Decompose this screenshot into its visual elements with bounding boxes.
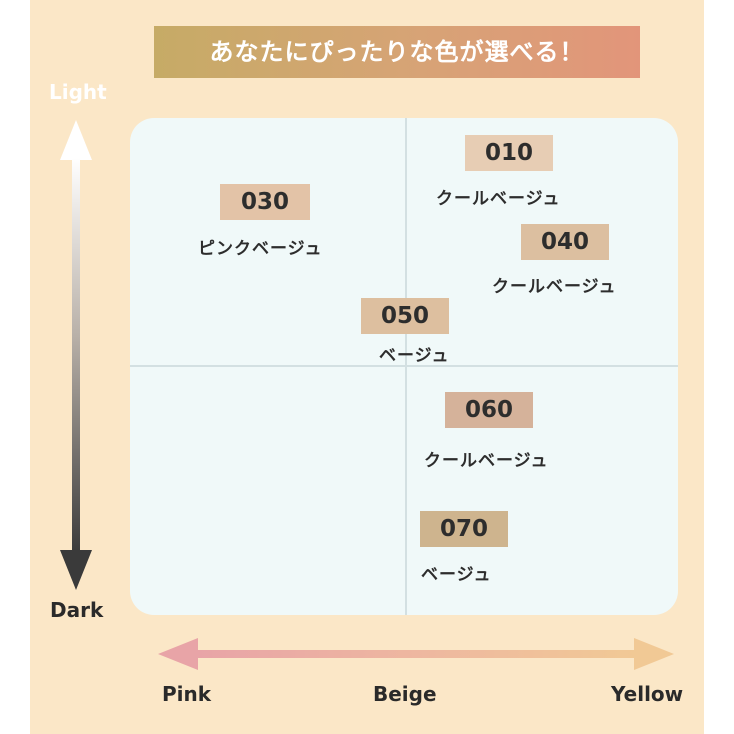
shade-name-030: ピンクベージュ (198, 239, 323, 259)
axis-label-dark: Dark (50, 598, 104, 622)
shade-swatch-010: 010 (465, 135, 553, 171)
shade-swatch-030: 030 (220, 184, 310, 220)
axis-label-pink: Pink (162, 682, 212, 706)
shade-name-040: クールベージュ (492, 277, 617, 297)
shade-code: 040 (540, 229, 589, 255)
shade-code: 010 (484, 140, 533, 166)
page-title-banner: あなたにぴったりな色が選べる！ (154, 26, 640, 78)
horizontal-divider (130, 365, 678, 367)
shade-name-010: クールベージュ (436, 189, 561, 209)
shade-swatch-070: 070 (420, 511, 508, 547)
shade-code: 050 (380, 303, 429, 329)
axis-label-beige: Beige (373, 682, 437, 706)
shade-code: 070 (439, 516, 488, 542)
shade-code: 030 (240, 189, 289, 215)
shade-swatch-050: 050 (361, 298, 449, 334)
comparison-page: あなたにぴったりな色が選べる！ Light Dark 010 クールベージュ 0… (30, 0, 704, 734)
shade-name-050: ベージュ (379, 346, 450, 366)
axis-label-yellow: Yellow (611, 682, 684, 706)
shade-swatch-040: 040 (521, 224, 609, 260)
shade-map-panel: 010 クールベージュ 030 ピンクベージュ 040 クールベージュ 050 … (130, 118, 678, 615)
shade-name-060: クールベージュ (424, 451, 549, 471)
shade-swatch-060: 060 (445, 392, 533, 428)
pink-yellow-arrow-icon (158, 638, 674, 670)
shade-name-070: ベージュ (421, 565, 492, 585)
shade-code: 060 (464, 397, 513, 423)
axis-label-light: Light (49, 80, 107, 104)
light-dark-arrow-icon (60, 120, 92, 590)
